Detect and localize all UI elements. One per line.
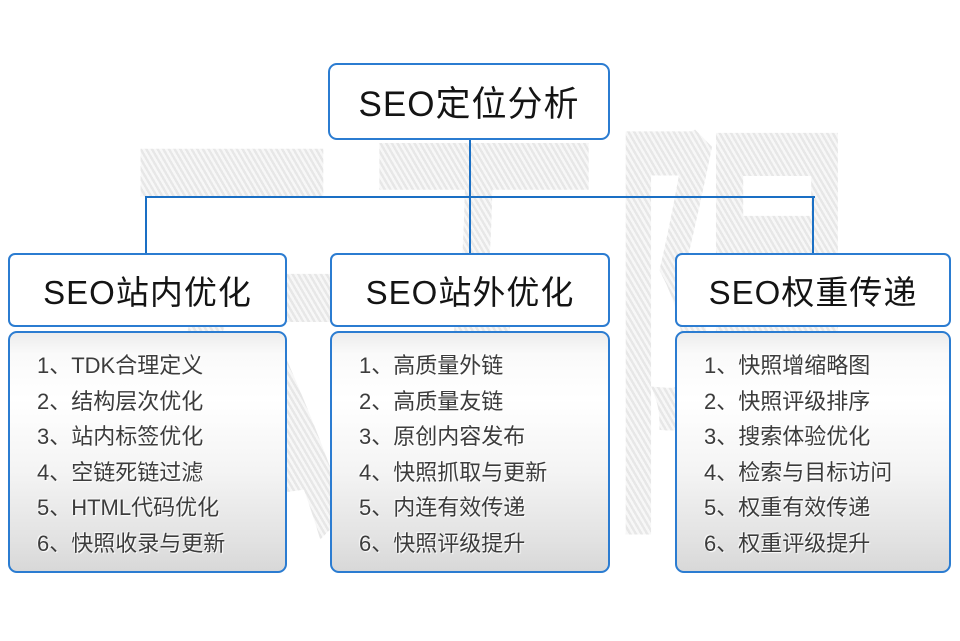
root-node-title: SEO定位分析: [358, 85, 580, 124]
list-box-weight: 1、快照增缩略图 2、快照评级排序 3、搜索体验优化 4、检索与目标访问 5、权…: [675, 331, 951, 573]
list-item: 5、权重有效传递: [704, 495, 871, 520]
list-item: 4、检索与目标访问: [704, 459, 893, 485]
list-item: 1、快照增缩略图: [704, 353, 871, 378]
list-item: 6、权重评级提升: [704, 530, 871, 556]
list-item: 4、空链死链过滤: [37, 459, 204, 485]
connector-horizontal: [145, 196, 815, 198]
branch-title: SEO站内优化: [43, 274, 252, 311]
list-item: 4、快照抓取与更新: [359, 459, 548, 485]
branch-node-onsite: SEO站内优化: [8, 253, 287, 327]
list-item: 2、高质量友链: [359, 388, 504, 414]
list-item: 5、HTML代码优化: [37, 495, 220, 520]
connector-root-vertical: [469, 140, 471, 197]
list-item: 1、TDK合理定义: [37, 353, 204, 378]
connector-drop-center: [469, 196, 471, 254]
connector-drop-left: [145, 196, 147, 254]
branch-title: SEO权重传递: [708, 274, 918, 311]
list-box-onsite: 1、TDK合理定义 2、结构层次优化 3、站内标签优化 4、空链死链过滤 5、H…: [8, 331, 287, 573]
connector-drop-right: [812, 196, 814, 254]
list-item: 3、搜索体验优化: [704, 424, 871, 449]
list-item: 3、原创内容发布: [359, 424, 526, 449]
list-item: 2、快照评级排序: [704, 388, 871, 414]
list-item: 6、快照评级提升: [359, 530, 526, 556]
branch-node-weight: SEO权重传递: [675, 253, 951, 327]
list-item: 6、快照收录与更新: [37, 530, 226, 556]
list-box-offsite: 1、高质量外链 2、高质量友链 3、原创内容发布 4、快照抓取与更新 5、内连有…: [330, 331, 610, 573]
branch-node-offsite: SEO站外优化: [330, 253, 610, 327]
branch-title: SEO站外优化: [365, 274, 575, 311]
list-item: 2、结构层次优化: [37, 388, 204, 414]
list-item: 3、站内标签优化: [37, 424, 204, 449]
list-item: 1、高质量外链: [359, 353, 504, 378]
root-node: SEO定位分析: [328, 63, 610, 140]
list-item: 5、内连有效传递: [359, 495, 526, 520]
